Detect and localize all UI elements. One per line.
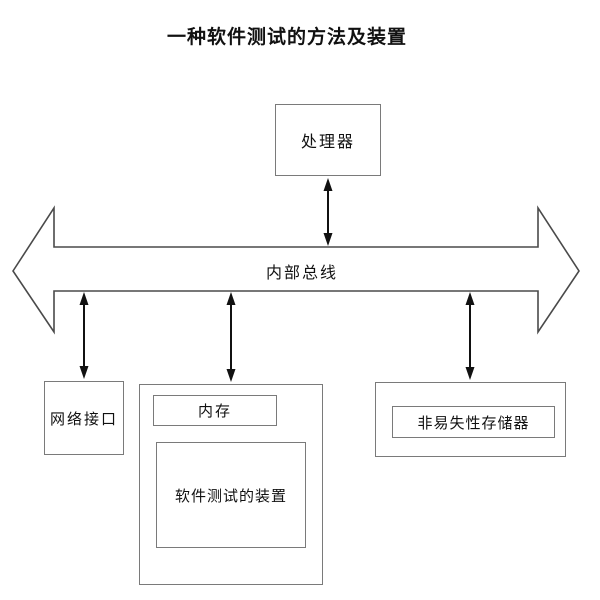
processor-box: 处理器 <box>275 104 381 176</box>
arrow-bus-network <box>79 292 89 379</box>
network-interface-box: 网络接口 <box>44 381 124 455</box>
software-testing-device-box: 软件测试的装置 <box>156 442 306 548</box>
network-interface-label: 网络接口 <box>49 411 118 428</box>
diagram-title: 一种软件测试的方法及装置 <box>166 27 407 48</box>
arrow-bus-memory <box>226 292 236 382</box>
nonvolatile-memory-label: 非易失性存储器 <box>417 415 530 432</box>
arrow-processor-bus <box>323 178 333 246</box>
nonvolatile-memory-box: 非易失性存储器 <box>392 406 555 438</box>
software-testing-device-label: 软件测试的装置 <box>174 488 287 505</box>
memory-container-box: 内存 软件测试的装置 <box>139 384 323 585</box>
memory-label: 内存 <box>197 404 232 420</box>
nonvolatile-memory-outer-box: 非易失性存储器 <box>375 382 566 457</box>
processor-label: 处理器 <box>300 134 355 151</box>
bus-arrow <box>12 205 580 335</box>
arrow-bus-nvm <box>465 292 475 380</box>
memory-box: 内存 <box>153 395 277 426</box>
bus-label: 内部总线 <box>265 265 338 282</box>
